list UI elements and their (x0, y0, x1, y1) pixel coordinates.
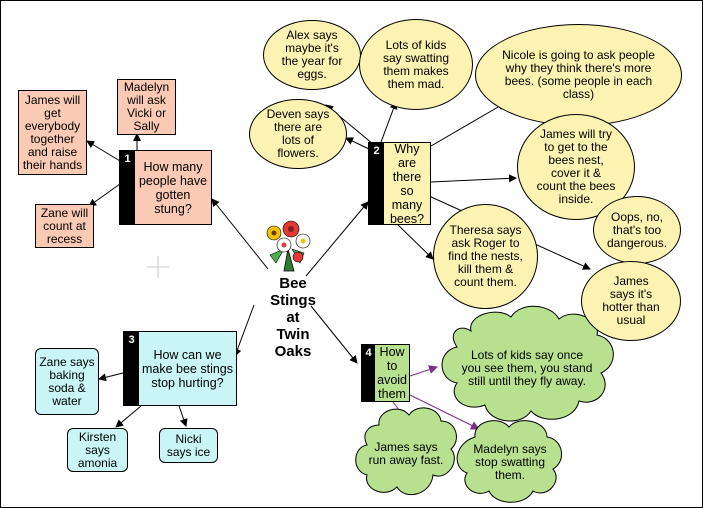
cloud-james-run (355, 407, 457, 496)
title-line: Twin (276, 326, 310, 343)
note-james-hotter[interactable]: James says it's hotter than usual (581, 261, 681, 341)
note-alex[interactable]: Alex says maybe it's the year for eggs. (263, 20, 361, 90)
title-line: Stings (270, 292, 316, 309)
note-madelyn-vicki[interactable]: Madelyn will ask Vicki or Sally (117, 79, 176, 135)
note-nicole[interactable]: Nicole is going to ask people why they t… (475, 24, 682, 126)
note-nicki[interactable]: Nicki says ice (159, 428, 218, 463)
topic-number: 1 (120, 151, 135, 224)
note-deven[interactable]: Deven says there are lots of flowers. (249, 99, 347, 169)
cloud-madelyn-stop (456, 420, 562, 503)
note-james-run[interactable]: James says run away fast. (368, 440, 444, 467)
topic-number: 3 (124, 332, 139, 405)
note-theresa[interactable]: Theresa says ask Roger to find the nests… (433, 204, 538, 309)
flower-bouquet-icon (266, 220, 311, 272)
topic-text: Why are there so many bees? (389, 141, 425, 226)
note-lots-swatting[interactable]: Lots of kids say swatting them makes the… (359, 19, 473, 110)
topic-number: 4 (362, 345, 376, 401)
note-oops[interactable]: Oops, no, that's too dangerous. (593, 196, 681, 264)
note-zane-baking[interactable]: Zane says baking soda & water (35, 348, 99, 415)
title-line: at (286, 309, 300, 326)
topic-text: How can we make bee stings stop hurting? (141, 347, 234, 390)
topic-text: How to avoid them (377, 345, 408, 401)
topic-text: How many people have gotten stung? (138, 159, 208, 216)
note-lots-still[interactable]: Lots of kids say once you see them, you … (461, 347, 593, 388)
map-title: Bee Stings at Twin Oaks (263, 275, 323, 360)
topic-4-box[interactable]: 4 How to avoid them (361, 344, 410, 402)
title-line: Oaks (274, 343, 312, 360)
note-james-together[interactable]: James will get everybody together and ra… (18, 90, 87, 175)
topic-1-box[interactable]: 1 How many people have gotten stung? (119, 150, 212, 225)
topic-number: 2 (369, 143, 384, 224)
note-kirsten[interactable]: Kirsten says amonia (67, 428, 128, 472)
note-zane-recess[interactable]: Zane will count at recess (35, 204, 94, 248)
title-line: Bee (279, 275, 307, 292)
topic-3-box[interactable]: 3 How can we make bee stings stop hurtin… (123, 331, 237, 406)
note-madelyn-stop[interactable]: Madelyn says stop swatting them. (473, 441, 547, 482)
cloud-lots-still (441, 305, 614, 422)
topic-2-box[interactable]: 2 Why are there so many bees? (368, 141, 431, 226)
